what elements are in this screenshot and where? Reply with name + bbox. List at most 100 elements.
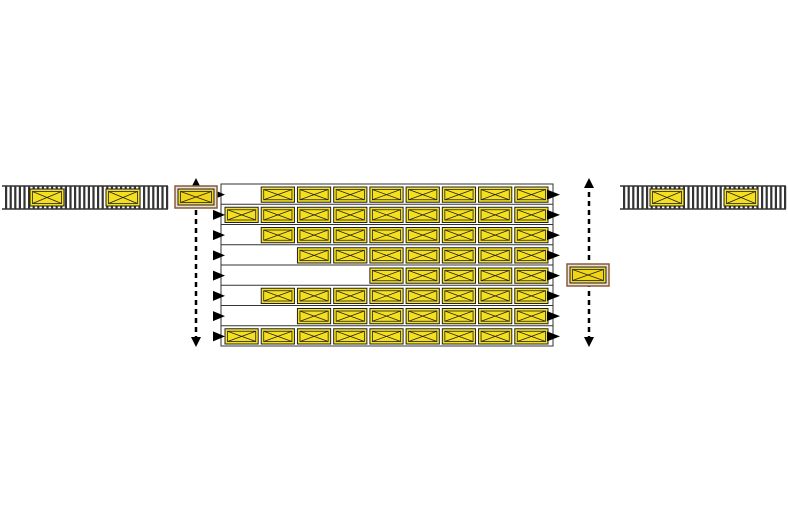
pallet-inner-frame bbox=[480, 270, 510, 282]
pallet bbox=[296, 287, 332, 304]
pallet bbox=[333, 186, 368, 203]
pallet-cross bbox=[572, 269, 604, 281]
pallet-inner-frame bbox=[516, 310, 546, 322]
rack-lane-2 bbox=[221, 203, 553, 223]
pallet-cross bbox=[517, 290, 546, 302]
pallet-cross bbox=[299, 229, 329, 241]
roller-icon bbox=[28, 186, 31, 209]
pallet-cross bbox=[444, 189, 474, 201]
pallet-inner-frame bbox=[652, 191, 682, 204]
roller-icon bbox=[770, 186, 773, 209]
pallet-cross bbox=[480, 290, 510, 302]
pallet-inner-frame bbox=[371, 330, 402, 342]
roller-icon bbox=[161, 186, 164, 209]
pallet-cross bbox=[180, 191, 212, 203]
pallet-cross bbox=[372, 189, 401, 201]
pallet bbox=[441, 186, 477, 203]
entry-arrow-icon bbox=[213, 270, 225, 281]
pallet bbox=[478, 308, 513, 325]
pallet-cross bbox=[517, 310, 546, 322]
pallet-cross bbox=[517, 330, 546, 342]
pallet bbox=[441, 247, 477, 264]
pallet-inner-frame bbox=[263, 290, 293, 302]
pallet bbox=[514, 206, 549, 223]
roller-icon bbox=[14, 186, 17, 209]
pallet-cross bbox=[336, 229, 365, 241]
exit-arrow-icon bbox=[547, 270, 560, 281]
pallet bbox=[333, 308, 368, 325]
pallet-cross bbox=[517, 189, 546, 201]
pallet-cross bbox=[480, 330, 510, 342]
pallet-inner-frame bbox=[263, 229, 293, 241]
pallet-cross bbox=[372, 330, 401, 342]
flow-direction-arrows bbox=[213, 189, 560, 342]
pallet-inner-frame bbox=[444, 270, 474, 282]
roller-icon bbox=[784, 186, 787, 209]
pallet-inner-frame bbox=[371, 189, 402, 201]
roller-icon bbox=[87, 186, 90, 209]
outfeed-shuttle bbox=[566, 263, 610, 287]
pallet-cross bbox=[408, 310, 437, 322]
pallet-inner-frame bbox=[408, 249, 438, 261]
pallet-inner-frame bbox=[299, 209, 329, 221]
exit-arrow-icon bbox=[547, 250, 560, 261]
roller-icon bbox=[696, 186, 699, 209]
pallet-cross bbox=[408, 229, 437, 241]
pallet-cross bbox=[263, 229, 293, 241]
pallet-inner-frame bbox=[299, 189, 329, 201]
pallet-inner-frame bbox=[408, 229, 438, 241]
pallet-cross bbox=[372, 270, 401, 282]
pallet-cross bbox=[299, 209, 329, 221]
pallet bbox=[296, 186, 332, 203]
roller-icon bbox=[9, 186, 12, 209]
roller-icon bbox=[692, 186, 695, 209]
pallet-cross bbox=[444, 209, 474, 221]
pallet-inner-frame bbox=[408, 270, 438, 282]
pallet-inner-frame bbox=[335, 229, 365, 241]
pallet-inner-frame bbox=[516, 270, 546, 282]
roller-icon bbox=[710, 186, 713, 209]
pallet bbox=[333, 247, 368, 264]
pallet-inner-frame bbox=[335, 209, 365, 221]
pallet bbox=[224, 206, 259, 223]
pallet-cross bbox=[444, 290, 474, 302]
pallet-cross bbox=[517, 229, 546, 241]
exit-arrow-icon bbox=[547, 331, 560, 342]
pallet-inner-frame bbox=[299, 249, 329, 261]
pallet-inner-frame bbox=[516, 229, 546, 241]
pallet bbox=[478, 186, 513, 203]
conveyor-pallet bbox=[649, 188, 685, 207]
pallet-cross bbox=[299, 290, 329, 302]
pallet bbox=[333, 227, 368, 244]
shuttle-pallet bbox=[569, 266, 607, 284]
rack-lane-1 bbox=[260, 186, 549, 203]
rack-lane-6 bbox=[221, 284, 553, 304]
exit-arrow-icon bbox=[547, 189, 560, 200]
pallet bbox=[369, 206, 404, 223]
pallet-inner-frame bbox=[408, 189, 438, 201]
pallet-cross bbox=[299, 330, 329, 342]
pallet-inner-frame bbox=[32, 191, 62, 204]
pallet-inner-frame bbox=[335, 189, 365, 201]
roller-icon bbox=[147, 186, 150, 209]
pallet-cross bbox=[444, 270, 474, 282]
pallet bbox=[441, 308, 477, 325]
roller-icon bbox=[143, 186, 146, 209]
pallet-cross bbox=[336, 310, 365, 322]
pallet-cross bbox=[444, 330, 474, 342]
pallet bbox=[441, 206, 477, 223]
pallet-cross bbox=[408, 290, 437, 302]
pallet-cross bbox=[336, 209, 365, 221]
pallet bbox=[296, 247, 332, 264]
pallet-inner-frame bbox=[408, 310, 438, 322]
pallet-inner-frame bbox=[299, 229, 329, 241]
roller-icon bbox=[761, 186, 764, 209]
pallet bbox=[514, 328, 549, 345]
roller-icon bbox=[715, 186, 718, 209]
pallet bbox=[441, 267, 477, 284]
pallet bbox=[514, 186, 549, 203]
flow-rack bbox=[220, 183, 554, 347]
pallet bbox=[260, 186, 295, 203]
pallet bbox=[369, 287, 404, 304]
roller-icon bbox=[166, 186, 169, 209]
